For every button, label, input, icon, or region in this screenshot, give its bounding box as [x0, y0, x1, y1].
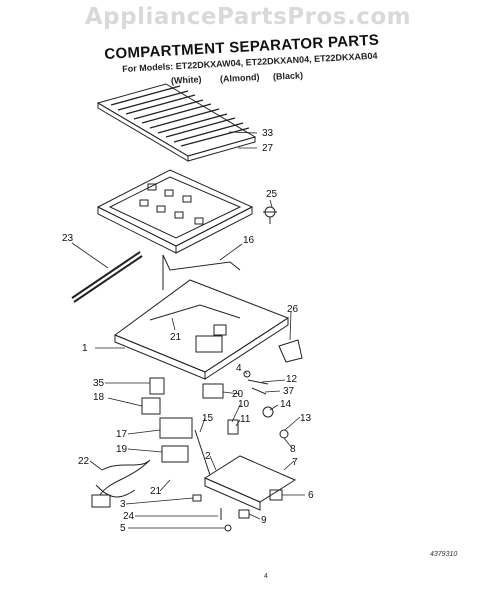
- callout-21a: 21: [170, 332, 182, 343]
- callout-21b: 21: [150, 486, 162, 497]
- callout-10: 10: [238, 399, 250, 410]
- callout-11: 11: [240, 414, 251, 425]
- callout-6: 6: [308, 490, 314, 501]
- callout-24: 24: [123, 511, 135, 522]
- part-26-foam: [278, 339, 303, 363]
- part-9-cap: [238, 509, 250, 519]
- callout-26: 26: [287, 304, 299, 315]
- callout-27: 27: [262, 143, 274, 154]
- callout-9: 9: [261, 515, 267, 526]
- callout-37: 37: [283, 386, 295, 397]
- part-23-strip: [71, 251, 143, 303]
- callout-19: 19: [116, 444, 128, 455]
- part-22-harness: [91, 459, 151, 508]
- callout-23: 23: [62, 233, 74, 244]
- callout-33: 33: [262, 128, 274, 139]
- part-37-spring: [251, 387, 267, 395]
- part-11-knob: [227, 419, 239, 435]
- part-4-screw: [243, 370, 251, 378]
- callout-7: 7: [292, 457, 298, 468]
- part-20-thermostat: [202, 383, 224, 399]
- part-1-separator: [113, 279, 290, 380]
- watermark: AppliancePartsPros.com: [84, 4, 412, 30]
- callout-3: 3: [120, 499, 126, 510]
- part-3-clip: [192, 494, 202, 502]
- callout-17: 17: [116, 429, 128, 440]
- page-number: 4: [264, 573, 268, 580]
- part-18-cover: [141, 397, 161, 415]
- part-15-rod: [194, 429, 211, 476]
- part-33-grille: [96, 83, 257, 162]
- part-14-ring: [262, 406, 274, 418]
- callout-2: 2: [205, 451, 211, 462]
- callout-1: 1: [82, 343, 88, 354]
- part-12-pin: [247, 379, 269, 385]
- callout-13: 13: [300, 413, 312, 424]
- part-5-screw: [224, 524, 232, 532]
- callout-18: 18: [93, 392, 105, 403]
- part-2-bracket: [203, 455, 297, 511]
- callout-16: 16: [243, 235, 255, 246]
- callout-5: 5: [120, 523, 126, 534]
- callout-8: 8: [290, 444, 296, 455]
- part-25-screw: [263, 206, 277, 224]
- callout-25: 25: [266, 189, 278, 200]
- figure-code: 4379310: [430, 551, 458, 558]
- part-27-frame: [96, 169, 254, 254]
- part-16-wire: [162, 254, 241, 290]
- callout-14: 14: [280, 399, 292, 410]
- callout-4: 4: [236, 363, 242, 374]
- callout-22: 22: [78, 456, 90, 467]
- callout-15: 15: [202, 413, 214, 424]
- callout-35: 35: [93, 378, 105, 389]
- part-17-box: [159, 417, 193, 439]
- part-13-bulb: [279, 429, 289, 439]
- callout-12: 12: [286, 374, 298, 385]
- callout-20: 20: [232, 389, 244, 400]
- part-35-clip: [149, 377, 165, 395]
- part-19-bracket: [161, 445, 189, 463]
